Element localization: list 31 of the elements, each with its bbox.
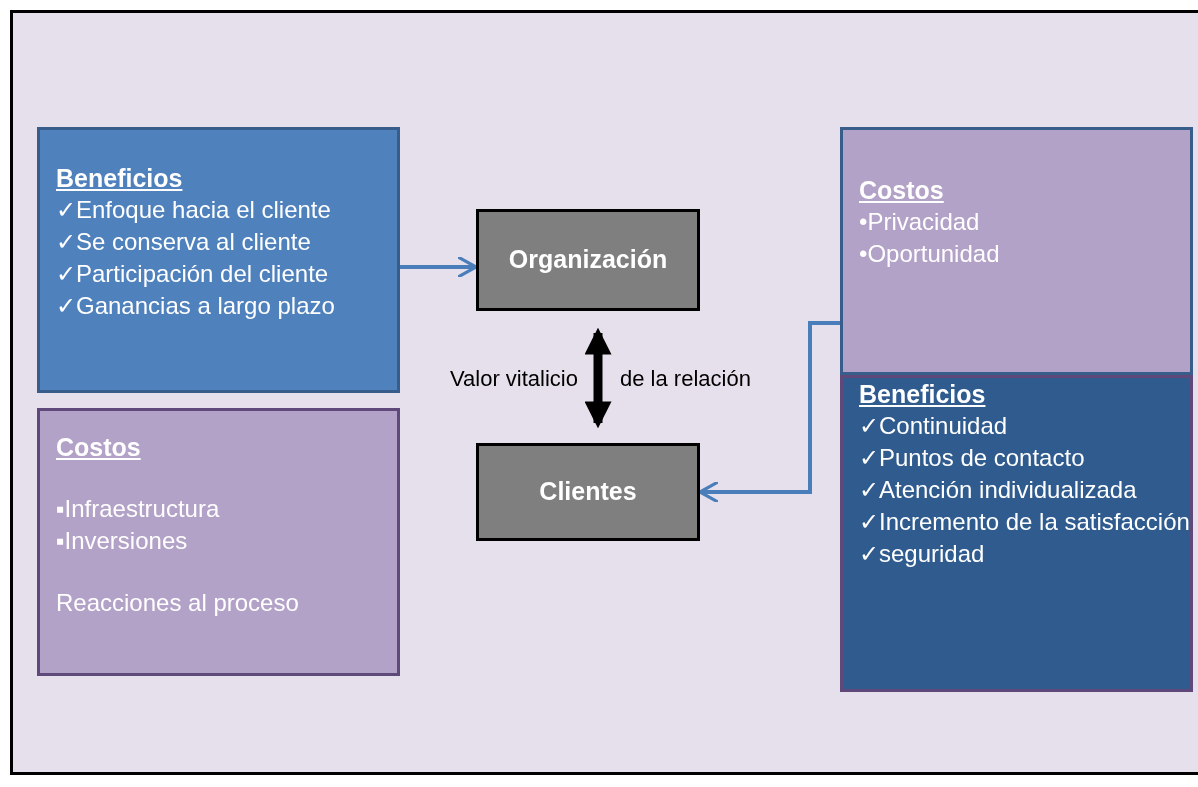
list-item: ✓Puntos de contacto [859,443,1085,473]
process-box [476,443,700,541]
box-label: Organización [508,244,668,276]
costs-panel [840,127,1193,375]
relation-label: de la relación [620,365,751,393]
list-item: ✓Se conserva al cliente [56,227,311,257]
panel-heading: Beneficios [859,379,986,410]
costs-panel [37,408,400,676]
list-item: ✓Ganancias a largo plazo [56,291,335,321]
list-item: ✓Atención individualizada [859,475,1137,505]
list-item: Reacciones al proceso [56,588,299,618]
relation-label: Valor vitalicio [450,365,578,393]
panel-heading: Costos [859,175,944,206]
box-label: Clientes [539,476,637,508]
benefits-panel [37,127,400,393]
list-item: ✓Participación del cliente [56,259,329,289]
arrow [698,321,840,504]
list-item: ✓Enfoque hacia el cliente [56,195,331,225]
panel-heading: Beneficios [56,163,183,194]
process-box [476,209,700,311]
list-item: ✓seguridad [859,539,985,569]
list-item: ✓Continuidad [859,411,1008,441]
list-item: •Oportunidad [859,239,1000,269]
list-item: ▪Infraestructura [56,494,220,524]
arrow [400,255,478,279]
benefits-panel [840,375,1193,692]
arrow [584,327,612,429]
list-item: •Privacidad [859,207,980,237]
list-item: ▪Inversiones [56,526,188,556]
panel-heading: Costos [56,432,141,463]
list-item: ✓Incremento de la satisfacción [859,507,1190,537]
